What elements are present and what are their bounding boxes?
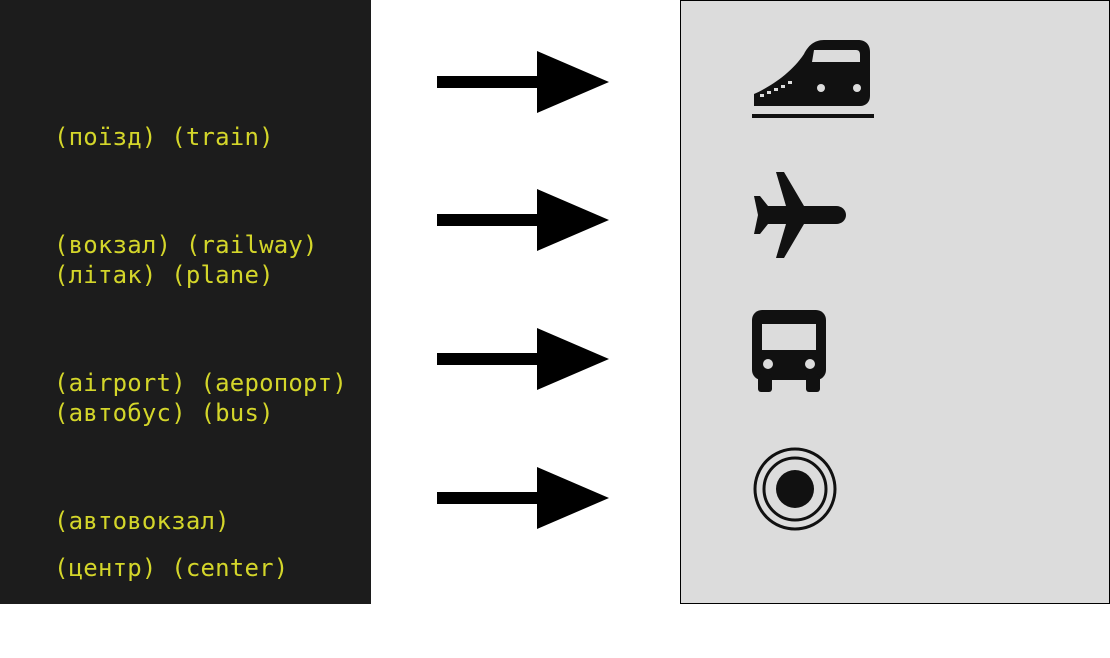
icon-panel: [680, 0, 1110, 604]
keyword-line: (літак) (plane): [54, 261, 274, 289]
center-target-icon: [753, 447, 837, 531]
train-icon: [752, 40, 874, 118]
plane-icon: [754, 172, 846, 258]
keyword-line: (airport) (аеропорт): [54, 369, 347, 397]
keyword-line: (автовокзал): [54, 507, 230, 535]
plane-keywords: (літак) (plane) (airport) (аеропорт): [54, 185, 347, 473]
keyword-line: (автобус) (bus): [54, 399, 274, 427]
keyword-panel: (поїзд) (train) (вокзал) (railway) (літа…: [0, 0, 371, 604]
center-keywords: (центр) (center): [54, 478, 288, 658]
arrow-right-icon: [437, 467, 609, 529]
bus-icon: [752, 310, 826, 392]
bus-keywords: (автобус) (bus) (автовокзал): [54, 323, 274, 611]
train-keywords: (поїзд) (train) (вокзал) (railway): [54, 47, 318, 335]
arrow-right-icon: [437, 189, 609, 251]
arrow-right-icon: [437, 51, 609, 113]
keyword-line: (вокзал) (railway): [54, 231, 318, 259]
keyword-line: (центр) (center): [54, 554, 289, 582]
arrow-right-icon: [437, 328, 609, 390]
keyword-line: (поїзд) (train): [54, 123, 274, 151]
